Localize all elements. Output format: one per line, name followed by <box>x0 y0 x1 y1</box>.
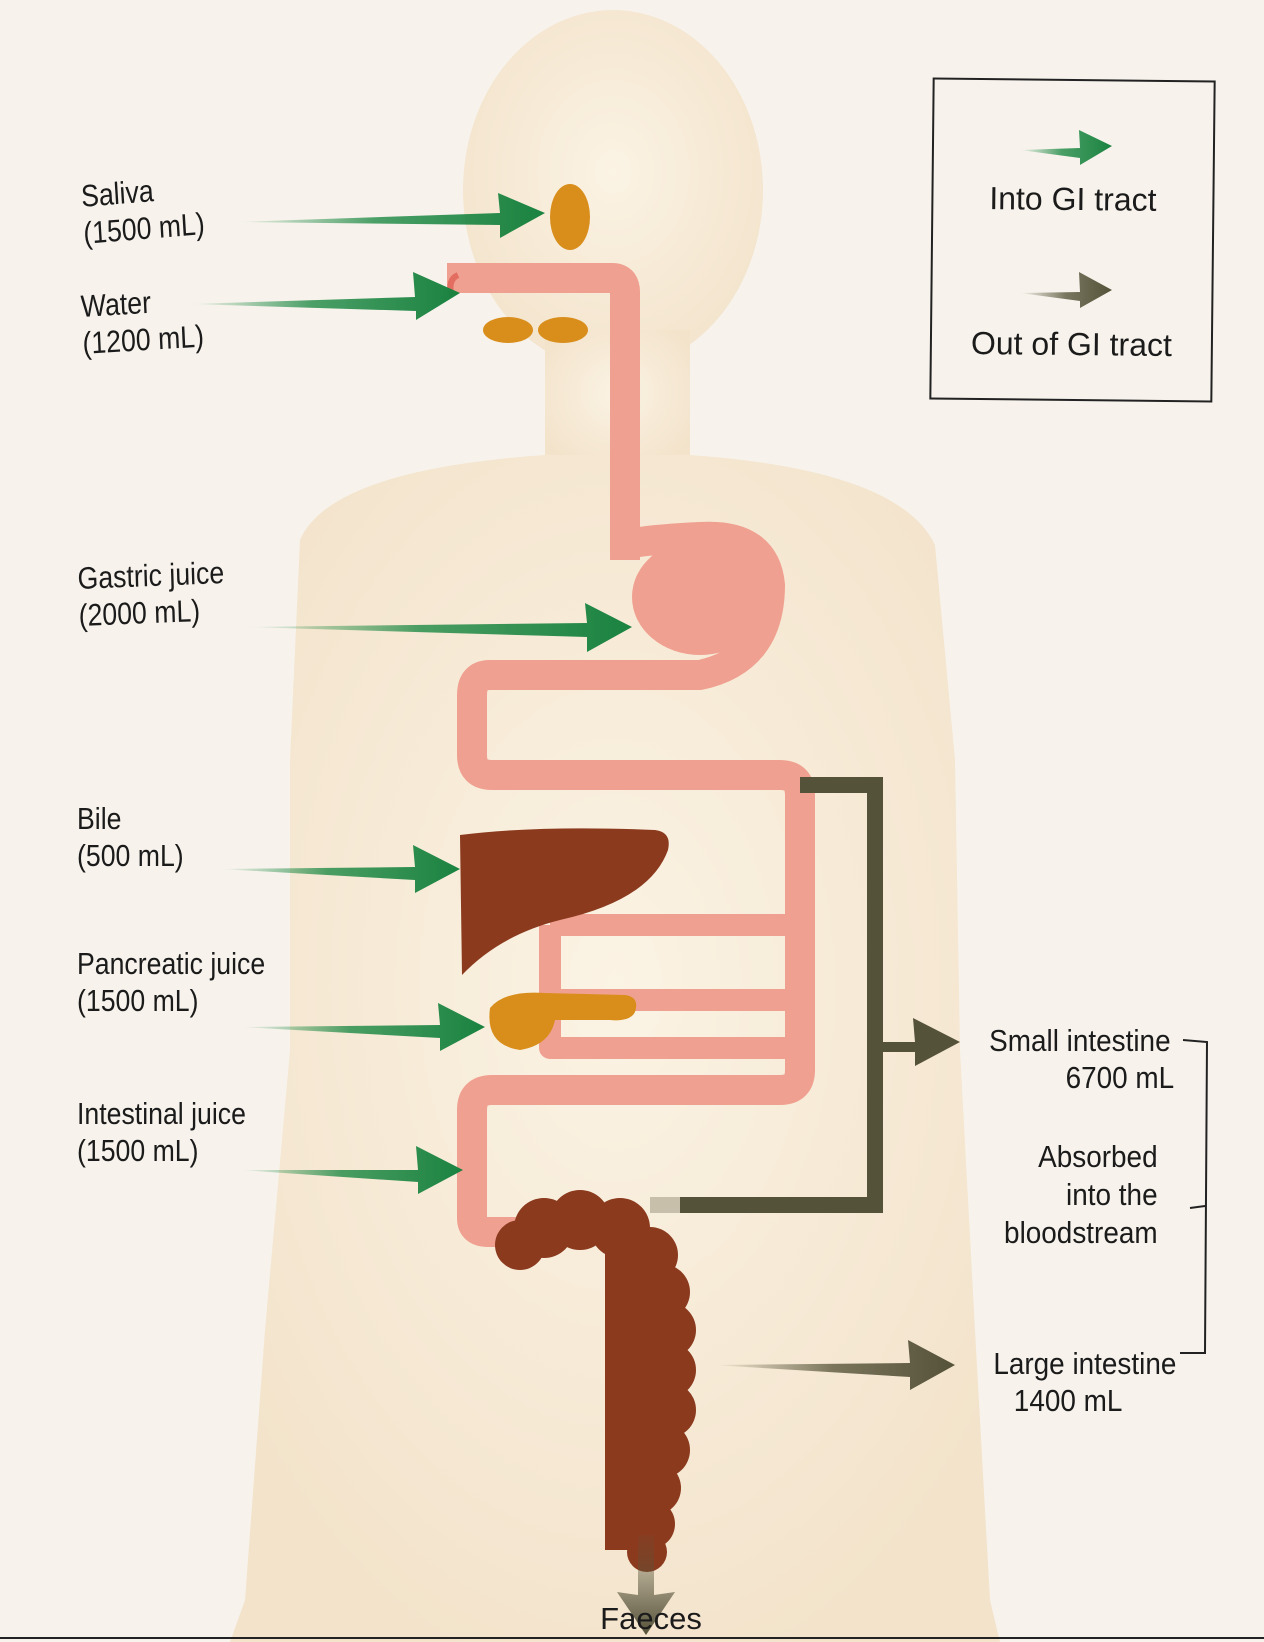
legend: Into GI tract Out of GI tract <box>929 78 1215 403</box>
salivary-gland-icon <box>538 317 588 343</box>
faeces-label: Faeces <box>586 1600 716 1637</box>
legend-out-label: Out of GI tract <box>932 325 1211 365</box>
salivary-gland-icon <box>550 184 590 250</box>
bile-label: Bile (500 mL) <box>77 800 184 874</box>
legend-into-label: Into GI tract <box>933 180 1212 220</box>
pancreatic-juice-label: Pancreatic juice (1500 mL) <box>77 945 265 1019</box>
large-intestine-label: Large intestine 1400 mL <box>993 1345 1176 1419</box>
water-label: Water (1200 mL) <box>80 281 205 363</box>
small-intestine-label: Small intestine 6700 mL <box>990 1022 1171 1096</box>
absorbed-bracket <box>1180 1040 1207 1353</box>
arrow-water <box>190 272 460 320</box>
gastric-juice-label: Gastric juice (2000 mL) <box>77 554 226 634</box>
salivary-gland-icon <box>483 317 533 343</box>
absorbed-label: Absorbed into the bloodstream <box>1004 1138 1158 1251</box>
saliva-label: Saliva (1500 mL) <box>80 168 206 252</box>
bottom-rule <box>0 1637 1264 1639</box>
intestinal-juice-label: Intestinal juice (1500 mL) <box>77 1095 246 1169</box>
